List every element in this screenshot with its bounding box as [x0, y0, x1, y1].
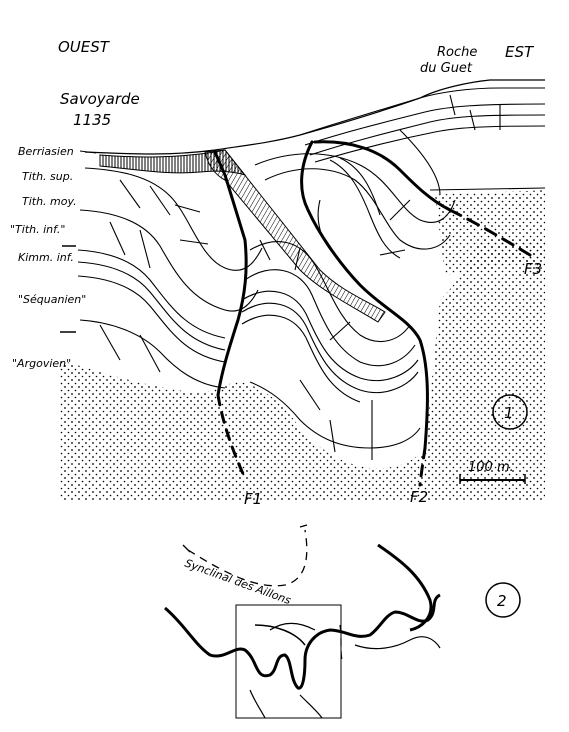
- fault-label-f1: F1: [244, 490, 262, 508]
- fold-line-2: [269, 622, 316, 631]
- syncline-label: Synclinal des Aillons: [183, 557, 293, 608]
- thrust-outline-east: [377, 543, 433, 632]
- fault-f1-dashed: [216, 393, 247, 480]
- stratum-label-berriasien: Berriasien: [18, 145, 74, 158]
- stratum-label-tith-moy: Tith. moy.: [22, 195, 77, 208]
- fault-label-f3: F3: [524, 260, 542, 278]
- thrust-outline-west: [164, 593, 441, 690]
- fault-f2: [300, 140, 429, 450]
- summit-name-line2: du Guet: [420, 61, 473, 76]
- fault-label-f2: F2: [410, 488, 428, 506]
- scale-bar: 100 m.: [459, 460, 526, 484]
- stratum-label-kimm-inf: Kimm. inf.: [18, 251, 74, 264]
- fault-f1: [213, 150, 248, 397]
- fold-line-5: [299, 694, 323, 719]
- syncline-axis-tick-right: [299, 524, 308, 528]
- topographic-surface: [84, 79, 545, 155]
- panel-2: Synclinal des Aillons 2: [164, 524, 521, 719]
- panel-1-marker: 1: [492, 394, 528, 430]
- fold-line-3: [354, 636, 441, 650]
- east-fold-beds: [254, 87, 546, 259]
- west-label: OUEST: [58, 38, 111, 56]
- stratum-label-tith-inf: "Tith. inf.": [10, 223, 65, 236]
- stratum-tick-marks: [60, 150, 97, 333]
- fault-f2-dashed: [418, 446, 427, 487]
- stratum-label-tith-sup: Tith. sup.: [22, 170, 73, 183]
- syncline-axis-tick-left: [182, 544, 191, 553]
- fault-f3: [313, 140, 452, 212]
- fault-wedge: [204, 149, 386, 323]
- panel-2-marker: 2: [485, 582, 521, 618]
- section-location-box: [235, 604, 342, 719]
- central-fold-beds: [241, 239, 421, 460]
- argovien-dotted-area: [60, 240, 545, 500]
- peak-altitude: 1135: [73, 111, 111, 129]
- syncline-axis: [187, 529, 308, 587]
- summit-name-line1: Roche: [437, 45, 477, 60]
- east-label: EST: [505, 43, 535, 61]
- panel-1-number: 1: [504, 404, 514, 422]
- fault-f3-dashed: [448, 208, 532, 257]
- fold-line-4: [249, 689, 266, 719]
- panel-1: 100 m. 1 OUEST EST Roche du Guet Savoyar…: [10, 38, 546, 508]
- scale-label: 100 m.: [468, 460, 514, 475]
- fold-line-inner: [254, 624, 306, 646]
- panel-2-number: 2: [497, 592, 507, 610]
- stratum-label-argovien: "Argovien": [12, 357, 71, 370]
- peak-name: Savoyarde: [60, 90, 140, 108]
- stratum-label-sequanien: "Séquanien": [18, 293, 86, 306]
